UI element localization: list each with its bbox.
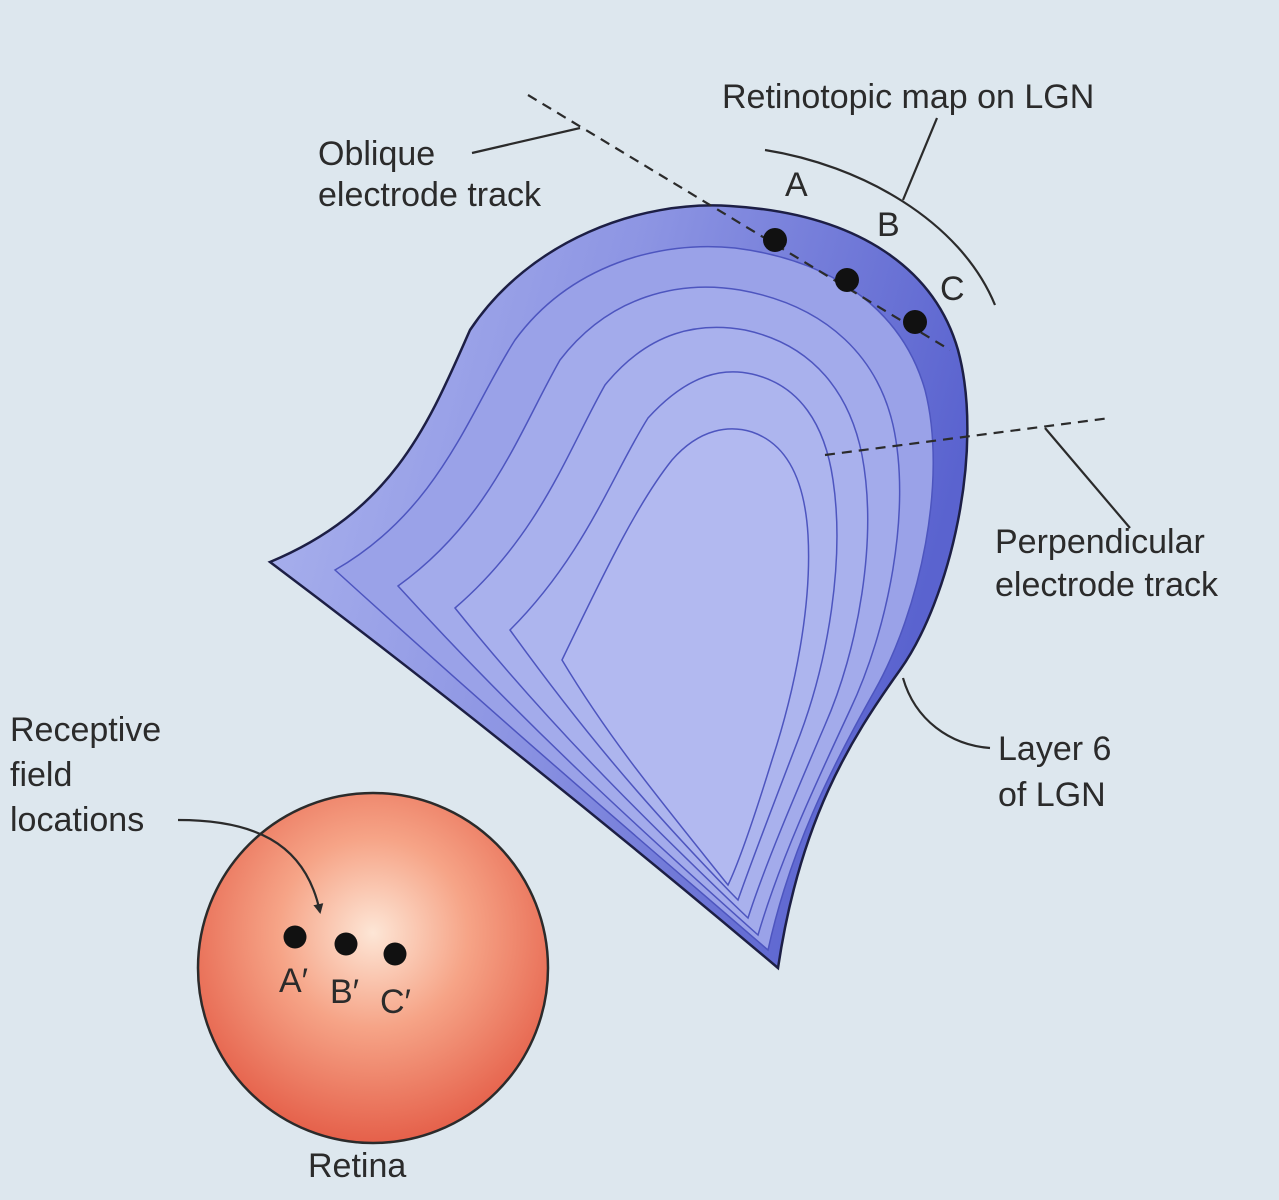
lgn-point-c xyxy=(903,310,927,334)
lgn-point-label-c: C xyxy=(940,270,965,308)
retina-point-c xyxy=(383,942,407,966)
retina-point-label-c: C′ xyxy=(380,983,411,1021)
retina-label: Retina xyxy=(308,1147,406,1185)
lgn-layers xyxy=(267,204,969,971)
retina-point-label-b: B′ xyxy=(330,973,359,1011)
receptive-label-line2: field xyxy=(10,756,72,794)
perpendicular-electrode-track xyxy=(824,416,1111,457)
perpendicular-label-line2: electrode track xyxy=(995,566,1219,604)
oblique-electrode-track xyxy=(527,94,951,351)
retinotopic-map-label: Retinotopic map on LGN xyxy=(722,78,1094,116)
layer6-label-line1: Layer 6 xyxy=(998,730,1111,768)
layer6-leader xyxy=(901,677,991,750)
oblique-label-line1: Oblique xyxy=(318,135,435,173)
retina-point-b xyxy=(334,932,358,956)
perpendicular-leader xyxy=(1044,427,1131,529)
receptive-field-arrow xyxy=(177,818,324,914)
lgn-point-b xyxy=(835,268,859,292)
retinotopic-map-arc xyxy=(764,148,997,306)
oblique-label-line2: electrode track xyxy=(318,176,542,214)
retina-disc xyxy=(196,791,550,1145)
lgn-layer-1 xyxy=(561,428,810,887)
retinotopic-map-leader xyxy=(901,117,939,201)
receptive-label-line1: Receptive xyxy=(10,711,161,749)
retina-point-a xyxy=(283,925,307,949)
receptive-label-line3: locations xyxy=(10,801,144,839)
lgn-point-label-a: A xyxy=(785,166,808,204)
retina-point-label-a: A′ xyxy=(279,962,308,1000)
oblique-leader xyxy=(471,126,581,155)
lgn-point-label-b: B xyxy=(877,206,900,244)
lgn-point-a xyxy=(763,228,787,252)
perpendicular-label-line1: Perpendicular xyxy=(995,523,1205,561)
layer6-label-line2: of LGN xyxy=(998,776,1106,814)
